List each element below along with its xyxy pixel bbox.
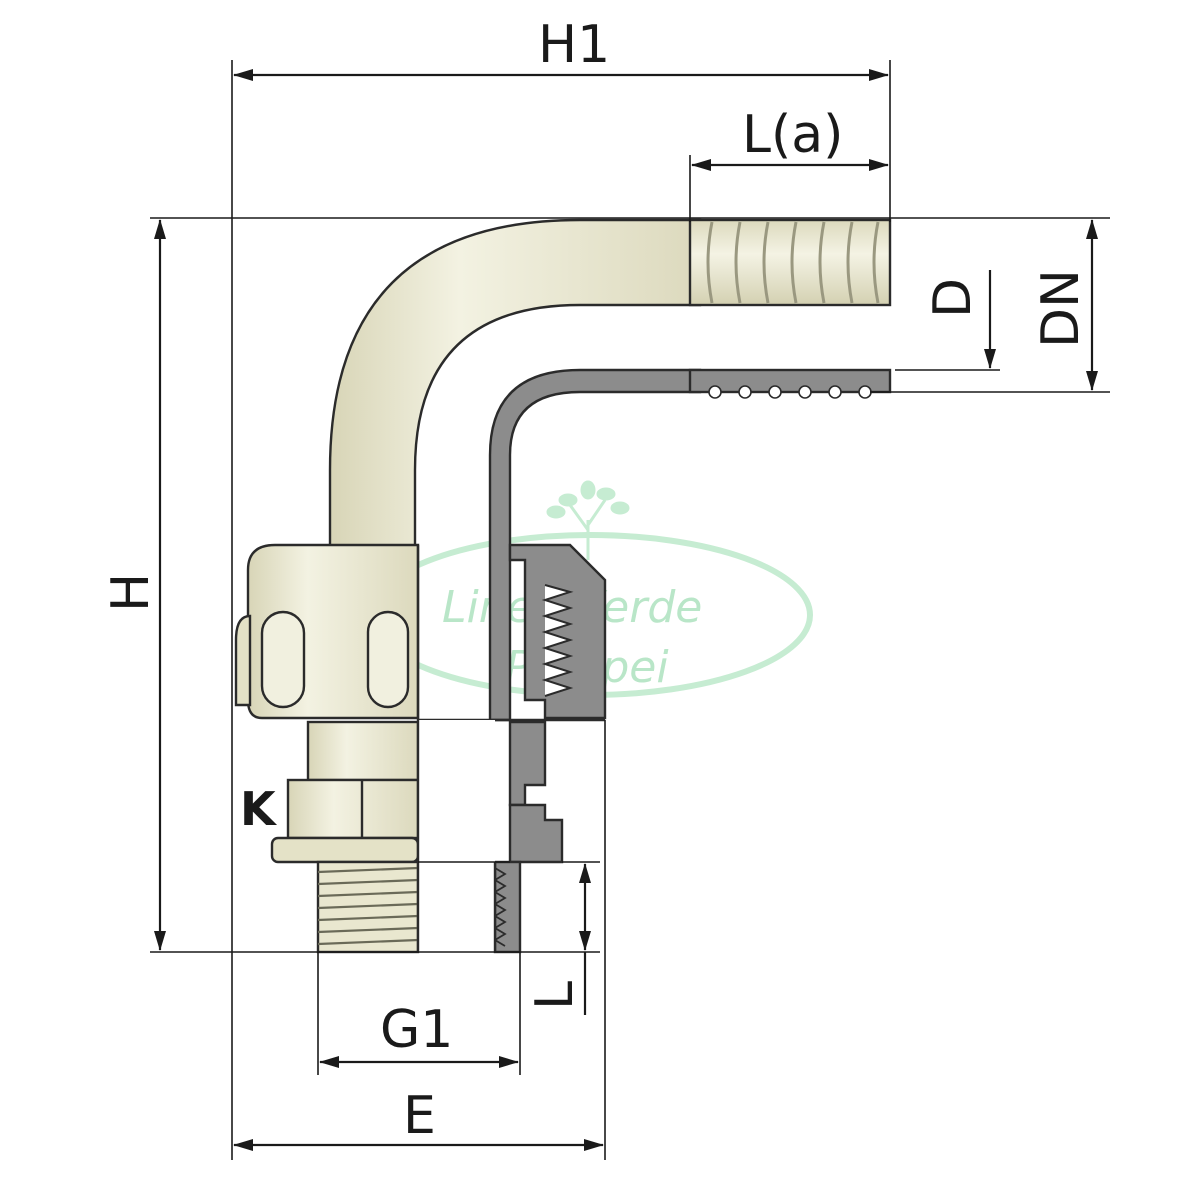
hex-section: [508, 803, 564, 864]
watermark-tree-icon: [546, 480, 630, 560]
label-e: E: [403, 1086, 436, 1146]
union-nut: [234, 543, 607, 722]
label-dn: DN: [1031, 269, 1091, 348]
union-nut-grip-3: [234, 614, 252, 707]
hex-flange: [270, 836, 420, 864]
male-thread: [316, 860, 522, 954]
union-nut-section: [508, 543, 607, 720]
union-nut-grip-2: [366, 610, 410, 709]
label-k: K: [240, 782, 278, 836]
label-h1: H1: [538, 15, 610, 75]
hex-body: [286, 778, 420, 840]
label-g1: G1: [380, 1000, 453, 1060]
hex-k: [270, 778, 564, 864]
fitting: [234, 218, 892, 954]
thread-section-teeth: [493, 867, 507, 947]
barb-section-ribs: [708, 385, 872, 399]
hose-barb-body: [688, 218, 892, 307]
label-l: L: [525, 981, 585, 1010]
hose-barb-section: [688, 368, 892, 394]
thread-lines: [317, 866, 419, 946]
label-la: L(a): [742, 105, 843, 165]
neck-section: [508, 720, 547, 807]
inner-bore: [418, 720, 495, 952]
barb-ribs: [706, 221, 880, 304]
nut-thread: [541, 584, 574, 697]
label-d: D: [923, 278, 983, 318]
label-h: H: [101, 573, 161, 612]
union-nut-grip-1: [260, 610, 306, 709]
neck: [306, 720, 420, 782]
dimensions: H1 L(a) H D DN K L G1 E: [101, 15, 1110, 1160]
elbow-pipe: [328, 218, 702, 562]
hose-barb: [688, 218, 892, 399]
